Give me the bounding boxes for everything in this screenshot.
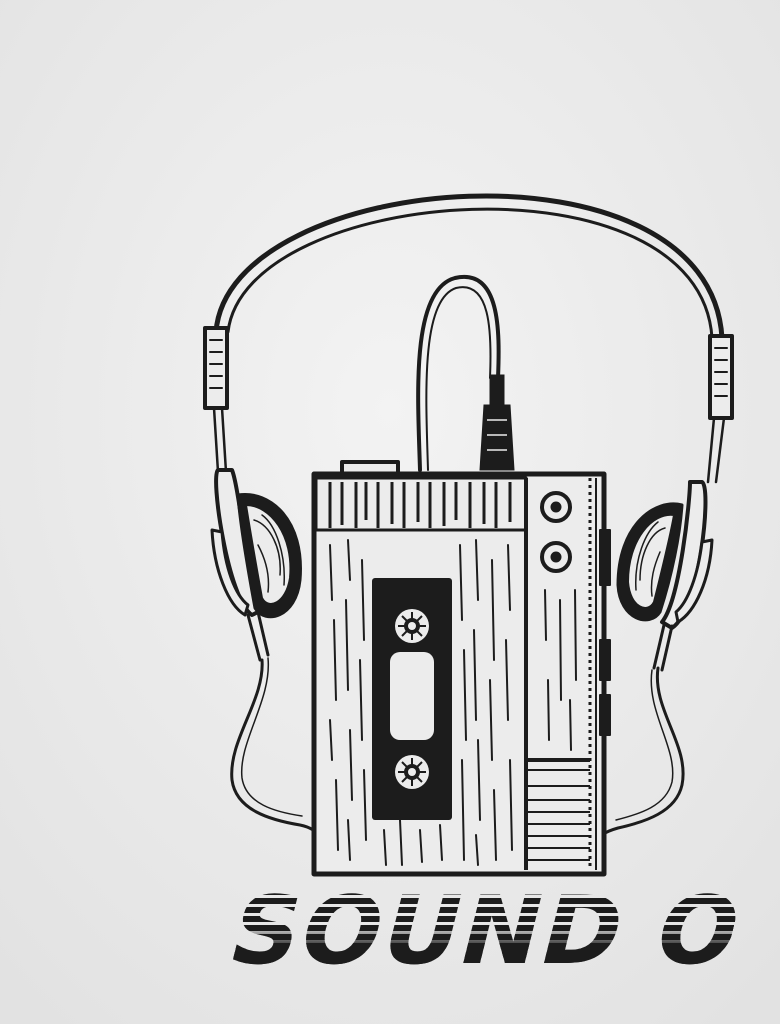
left-earcup — [210, 468, 302, 662]
bottom-reel — [395, 755, 429, 789]
walkman-body — [311, 460, 611, 877]
headband-inner — [226, 207, 714, 340]
jack-plug — [479, 374, 515, 471]
right-earcup — [616, 480, 714, 672]
top-reel — [395, 609, 429, 643]
jack-cable — [416, 274, 501, 472]
headband-outer — [213, 193, 725, 341]
cassette-tape — [372, 578, 452, 820]
headphones-drawing — [203, 193, 734, 842]
slogan-text: SOUND ON — [218, 877, 780, 986]
right-slider-block — [708, 334, 734, 420]
